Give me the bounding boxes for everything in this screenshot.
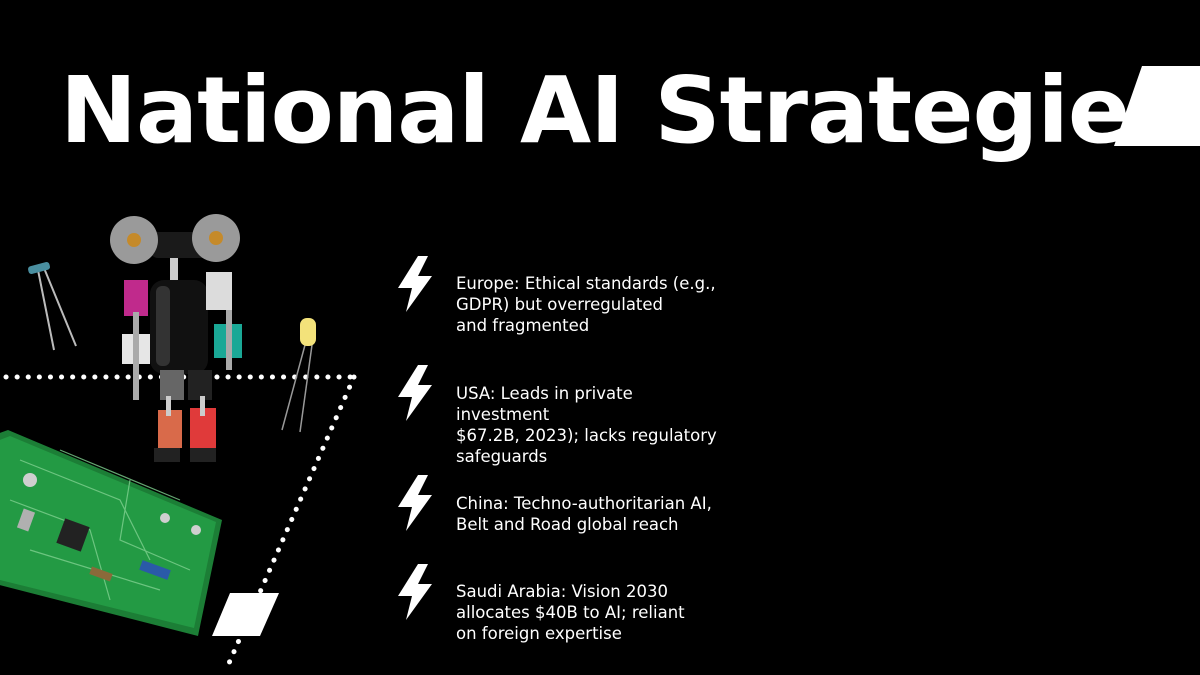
component-robot	[110, 214, 242, 462]
decorative-parallelogram-small	[212, 593, 279, 636]
decorative-parallelogram	[1114, 66, 1200, 146]
lightning-bolt-icon	[398, 564, 432, 620]
lightning-bolt-icon	[398, 475, 432, 531]
circuit-board-image	[0, 430, 222, 636]
led-image	[281, 318, 316, 433]
bullet-text: Europe: Ethical standards (e.g., GDPR) b…	[456, 274, 716, 335]
bullet-text: Saudi Arabia: Vision 2030 allocates $40B…	[456, 582, 685, 643]
bullet-text: China: Techno-authoritarian AI, Belt and…	[456, 494, 712, 534]
lightning-bolt-icon	[398, 365, 432, 421]
resistor-image	[28, 261, 77, 351]
robot-illustration	[0, 214, 357, 673]
lightning-bolt-icon	[398, 256, 432, 312]
slide-title: National AI Strategies	[60, 57, 1184, 164]
bullet-text: USA: Leads in private investment $67.2B,…	[456, 384, 717, 466]
